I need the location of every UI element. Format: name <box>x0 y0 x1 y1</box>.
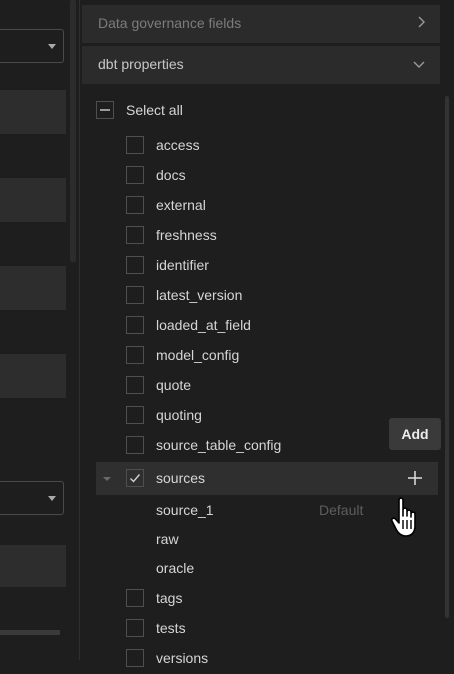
property-row[interactable]: loaded_at_field <box>96 311 438 341</box>
section-title: Data governance fields <box>98 15 242 31</box>
left-select-top[interactable] <box>0 29 64 63</box>
property-label: docs <box>156 167 186 183</box>
property-label: external <box>156 197 206 213</box>
default-hint: Default <box>319 502 364 518</box>
property-checkbox[interactable] <box>126 136 144 154</box>
sources-checkbox[interactable] <box>126 469 144 487</box>
left-field-4[interactable] <box>0 354 66 398</box>
select-all-row[interactable]: Select all <box>96 96 438 126</box>
chevron-down-icon <box>48 44 56 49</box>
property-checkbox[interactable] <box>126 406 144 424</box>
property-label: identifier <box>156 257 209 273</box>
property-label: freshness <box>156 227 217 243</box>
property-checkbox[interactable] <box>126 346 144 364</box>
check-icon <box>130 474 141 483</box>
source-child-label: source_1 <box>156 502 214 518</box>
left-select-bottom[interactable] <box>0 481 64 515</box>
property-row[interactable]: quoting <box>96 401 438 431</box>
property-label: access <box>156 137 200 153</box>
property-row[interactable]: quote <box>96 371 438 401</box>
hand-cursor-icon <box>390 496 430 545</box>
section-dbt-properties[interactable]: dbt properties <box>82 46 440 84</box>
source-child-row[interactable]: source_1 Default <box>96 496 438 526</box>
property-checkbox[interactable] <box>126 256 144 274</box>
property-checkbox[interactable] <box>126 376 144 394</box>
property-label: quoting <box>156 407 202 423</box>
plus-icon[interactable] <box>407 470 423 489</box>
property-row[interactable]: latest_version <box>96 281 438 311</box>
left-horizontal-scrollbar[interactable] <box>0 630 60 635</box>
source-child-row[interactable]: raw <box>96 525 438 555</box>
left-field-3[interactable] <box>0 266 66 310</box>
property-checkbox[interactable] <box>126 316 144 334</box>
property-checkbox[interactable] <box>126 436 144 454</box>
caret-down-icon[interactable] <box>102 470 112 486</box>
property-checkbox[interactable] <box>126 166 144 184</box>
source-child-row[interactable]: oracle <box>96 554 438 584</box>
source-child-label: oracle <box>156 560 195 576</box>
property-row[interactable]: external <box>96 191 438 221</box>
property-row[interactable]: docs <box>96 161 438 191</box>
section-title: dbt properties <box>98 56 184 72</box>
property-row[interactable]: tests <box>96 614 438 644</box>
left-field-2[interactable] <box>0 178 66 222</box>
property-label: versions <box>156 650 209 666</box>
property-row[interactable]: model_config <box>96 341 438 371</box>
chevron-down-icon <box>412 56 426 72</box>
left-field-5[interactable] <box>0 545 66 587</box>
left-panel <box>0 0 78 660</box>
list-scrollbar[interactable] <box>445 96 449 618</box>
property-checkbox[interactable] <box>126 589 144 607</box>
indeterminate-icon <box>100 109 110 111</box>
property-label: model_config <box>156 347 240 363</box>
panel-divider <box>79 0 80 660</box>
property-checkbox[interactable] <box>126 196 144 214</box>
property-row[interactable]: access <box>96 131 438 161</box>
left-scrollbar[interactable] <box>70 0 76 262</box>
section-data-governance[interactable]: Data governance fields <box>82 5 440 43</box>
property-checkbox[interactable] <box>126 619 144 637</box>
chevron-down-icon <box>48 496 56 501</box>
property-label: loaded_at_field <box>156 317 251 333</box>
source-child-label: raw <box>156 531 179 547</box>
property-label: tests <box>156 620 186 636</box>
property-checkbox[interactable] <box>126 649 144 667</box>
property-label: quote <box>156 377 192 393</box>
sources-label: sources <box>156 470 206 486</box>
select-all-label: Select all <box>126 102 183 118</box>
sources-row[interactable]: sources <box>96 462 438 495</box>
property-row[interactable]: tags <box>96 584 438 614</box>
left-field-1[interactable] <box>0 90 66 134</box>
right-panel: Data governance fields dbt properties Se… <box>80 0 454 667</box>
property-checkbox[interactable] <box>126 226 144 244</box>
property-row[interactable]: freshness <box>96 221 438 251</box>
add-tooltip: Add <box>389 418 441 450</box>
property-row[interactable]: versions <box>96 644 438 674</box>
property-label: latest_version <box>156 287 243 303</box>
property-label: tags <box>156 590 183 606</box>
chevron-right-icon <box>416 15 426 32</box>
select-all-checkbox[interactable] <box>96 101 114 119</box>
property-row[interactable]: identifier <box>96 251 438 281</box>
property-label: source_table_config <box>156 437 282 453</box>
property-row[interactable]: source_table_config <box>96 431 438 461</box>
property-checkbox[interactable] <box>126 286 144 304</box>
